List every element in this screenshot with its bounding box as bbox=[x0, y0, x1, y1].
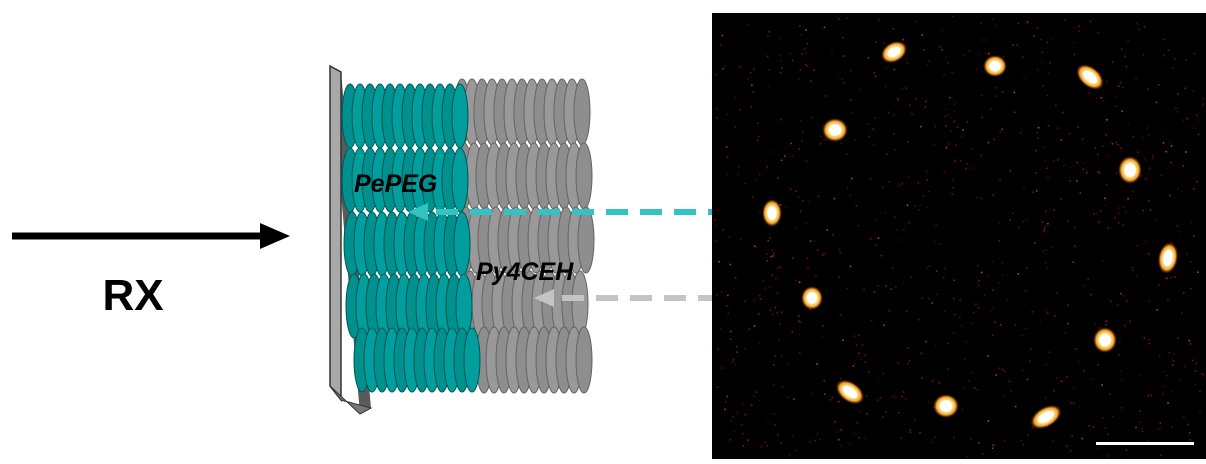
pepeg-molecule-disc bbox=[451, 147, 469, 213]
py4ceh-molecule-disc bbox=[575, 142, 593, 210]
diffraction-spot bbox=[1118, 156, 1142, 184]
diffraction-spot bbox=[1076, 64, 1104, 90]
py4ceh-reflection-arrow bbox=[534, 289, 800, 307]
diffraction-noise bbox=[714, 15, 1205, 458]
pepeg-column-stack bbox=[341, 83, 481, 393]
py4ceh-layer-label: Py4CEH bbox=[476, 258, 574, 286]
diffraction-spot bbox=[762, 199, 782, 227]
diffraction-spot bbox=[933, 394, 959, 418]
diffraction-spot bbox=[822, 118, 848, 142]
scale-bar bbox=[1096, 442, 1194, 445]
pepeg-molecule-disc bbox=[463, 327, 481, 393]
diffraction-spots bbox=[762, 40, 1179, 430]
beam-label: RX bbox=[102, 271, 163, 320]
pepeg-molecule-disc bbox=[453, 211, 471, 277]
diffraction-spot bbox=[1157, 242, 1179, 274]
diffraction-pattern bbox=[712, 13, 1206, 459]
pepeg-layer-label: PePEG bbox=[354, 170, 437, 198]
pepeg-molecule-disc bbox=[451, 83, 469, 149]
py4ceh-molecule-disc bbox=[575, 326, 593, 394]
diffraction-background bbox=[712, 13, 1206, 459]
diffraction-spot bbox=[880, 40, 908, 64]
diffraction-spot bbox=[1093, 327, 1117, 353]
py4ceh-molecule-disc bbox=[573, 78, 591, 146]
py4ceh-molecule-disc bbox=[577, 206, 595, 274]
beam-arrow-icon bbox=[12, 223, 290, 249]
pepeg-reflection-arrow bbox=[408, 203, 765, 221]
diffraction-spot bbox=[801, 286, 823, 310]
diffraction-spot bbox=[835, 379, 865, 405]
diffraction-spot bbox=[983, 55, 1007, 77]
diffraction-spot bbox=[1030, 404, 1062, 430]
